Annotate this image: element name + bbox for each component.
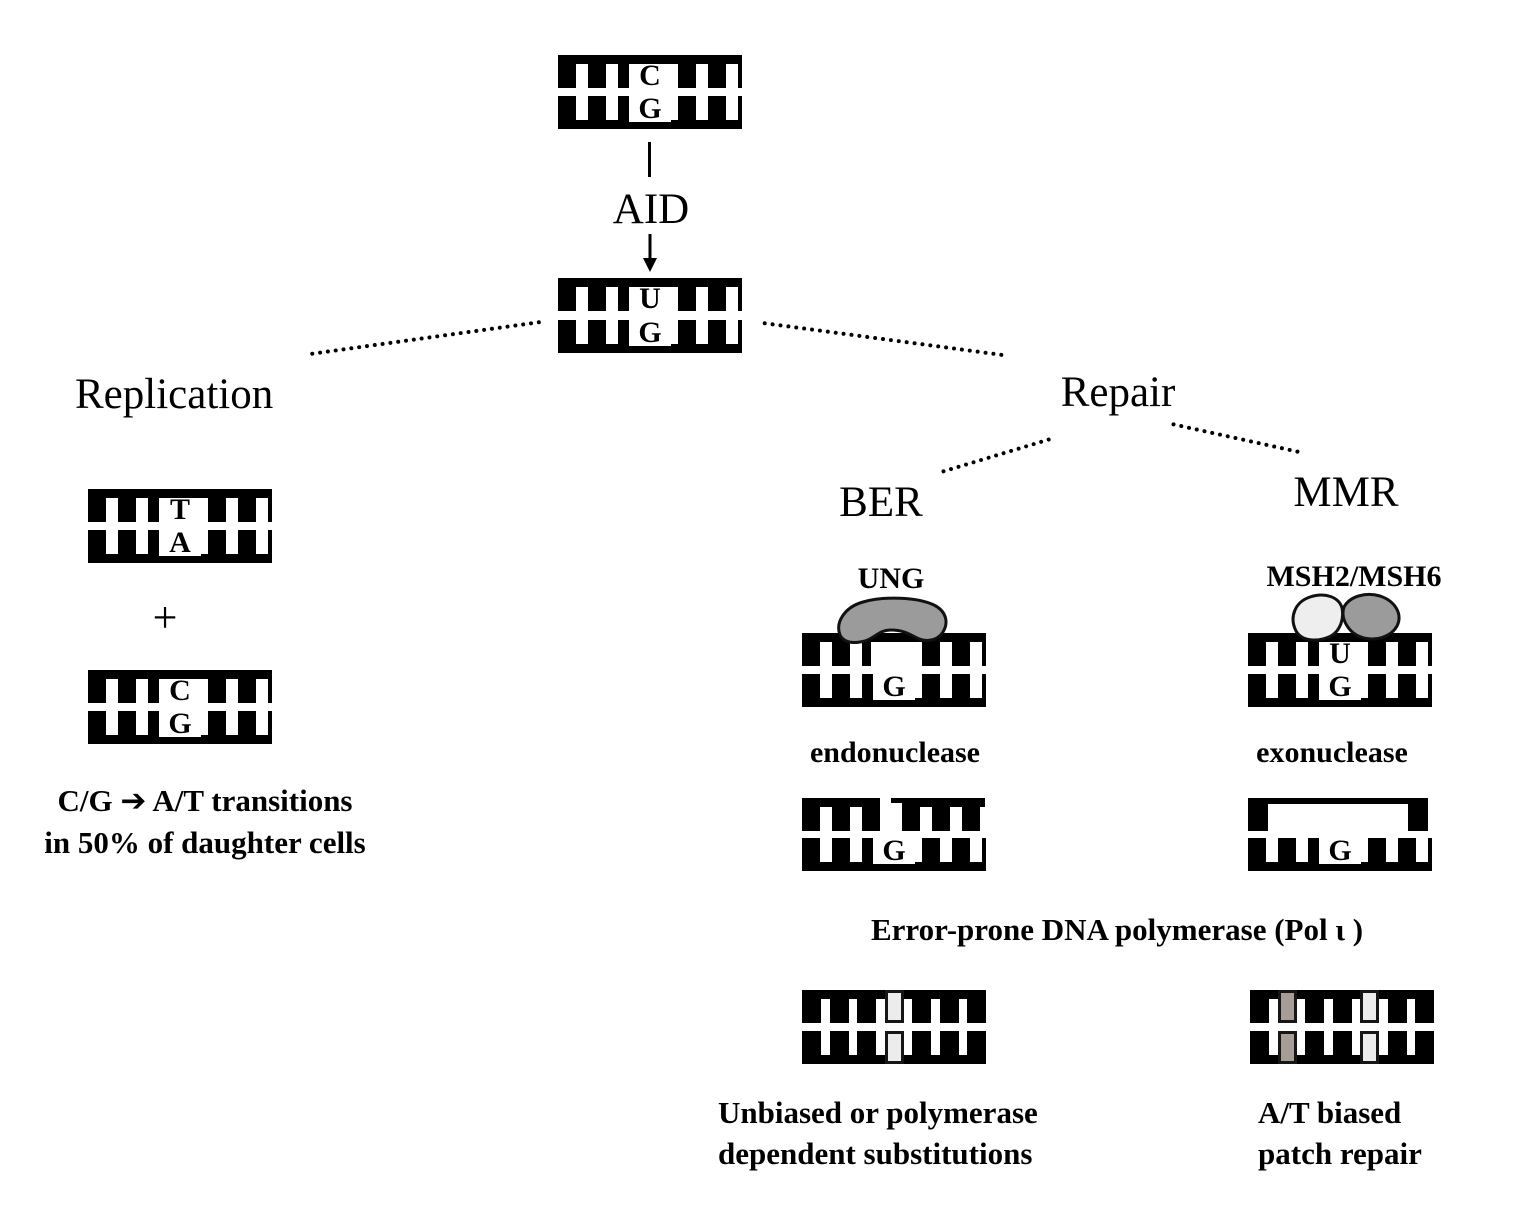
mmr-label: MMR — [1293, 469, 1399, 516]
right-arrow-icon: ➔ — [120, 783, 147, 819]
dna-strand-bottom: G — [802, 836, 986, 871]
dna-strand-top: C — [88, 670, 272, 706]
caption-text: in 50% of daughter cells — [44, 825, 366, 860]
caption-text: Unbiased or polymerase — [718, 1095, 1038, 1130]
dna-strand-top — [1250, 990, 1434, 1023]
substituted-base — [1360, 990, 1379, 1023]
down-arrow-icon — [643, 234, 657, 272]
dna-tooth — [967, 1031, 986, 1064]
replication-label: Replication — [75, 371, 274, 418]
abasic-site-gap — [871, 642, 917, 666]
dna-tooth — [1332, 1031, 1352, 1064]
gap-strand-right-block — [1408, 798, 1428, 831]
dna-tooth — [802, 990, 821, 1023]
base-letter: C — [159, 676, 201, 706]
gap-strand-left-block — [1248, 798, 1268, 831]
dna-tooth — [802, 1031, 821, 1064]
ung-blob-shape — [837, 596, 948, 645]
branch-line-mmr — [1171, 422, 1300, 455]
dna-strand-bottom: A — [88, 528, 272, 563]
repair-label: Repair — [1060, 369, 1176, 416]
connector-line — [648, 142, 651, 177]
branch-line-repair — [762, 321, 1004, 358]
caption-text: patch repair — [1258, 1136, 1422, 1171]
nicked-strand-right-segment — [902, 798, 985, 831]
base-letter: G — [629, 94, 671, 124]
branch-line-ber — [941, 437, 1052, 474]
mmr-caption: A/T biased patch repair — [1258, 1092, 1422, 1174]
exonuclease-label: exonuclease — [1256, 736, 1408, 769]
endonuclease-label: endonuclease — [809, 736, 981, 769]
dna-strand-bottom: G — [88, 709, 272, 744]
ber-label: BER — [839, 479, 923, 526]
dna-strand-bottom — [802, 1031, 986, 1064]
dna-strand-bottom — [1250, 1031, 1434, 1064]
dna-tooth — [829, 1031, 849, 1064]
base-letter: G — [873, 836, 915, 866]
gap-strand-backbone-line — [1250, 798, 1426, 804]
dna-tooth — [1415, 1031, 1434, 1064]
base-letter: U — [1319, 639, 1361, 669]
dna-tooth — [857, 1031, 876, 1064]
dna-tooth — [912, 990, 931, 1023]
ber-caption: Unbiased or polymerase dependent substit… — [718, 1092, 1038, 1174]
base-letter: T — [159, 495, 201, 525]
dna-strand-bottom: G — [558, 318, 742, 353]
msh2-msh6-label: MSH2/MSH6 — [1266, 560, 1442, 593]
dna-strand-top-abasic — [802, 633, 986, 666]
msh2-msh6-enzyme-blobs — [1291, 592, 1401, 642]
branch-line-replication — [310, 319, 542, 356]
dna-strand-top — [802, 990, 986, 1023]
aid-label: AID — [612, 186, 690, 233]
dna-strand-bottom: G — [1248, 672, 1432, 707]
substituted-base — [884, 990, 904, 1023]
caption-text: A/T biased — [1258, 1095, 1402, 1130]
base-letter: G — [873, 672, 915, 702]
polymerase-label: Error-prone DNA polymerase (Pol ι ) — [870, 912, 1364, 947]
base-letter: U — [629, 284, 671, 314]
dna-tooth — [1250, 990, 1269, 1023]
substituted-base — [1360, 1031, 1379, 1064]
dna-strand-bottom: G — [802, 672, 986, 707]
substituted-base — [1277, 1031, 1297, 1064]
plus-sign: + — [152, 593, 178, 642]
dna-tooth — [912, 1031, 931, 1064]
nicked-strand-left-segment — [802, 798, 880, 831]
dna-tooth — [1387, 990, 1407, 1023]
replication-caption: C/G ➔ A/T transitions in 50% of daughter… — [44, 780, 366, 863]
dna-strand-top: U — [1248, 633, 1432, 669]
caption-text: dependent substitutions — [718, 1136, 1033, 1171]
dna-tooth — [939, 1031, 959, 1064]
dna-strand-bottom: G — [558, 94, 742, 129]
dna-tooth — [939, 990, 959, 1023]
dna-strand-top: U — [558, 278, 742, 314]
msh6-blob-shape — [1341, 592, 1401, 641]
dna-strand-top: C — [558, 55, 742, 91]
base-letter: C — [629, 61, 671, 91]
dna-tooth — [1250, 1031, 1269, 1064]
dna-tooth — [857, 990, 876, 1023]
msh2-blob-shape — [1291, 593, 1345, 642]
base-letter: A — [159, 528, 201, 558]
dna-tooth — [1305, 1031, 1324, 1064]
caption-text: C/G — [57, 783, 113, 818]
dna-tooth — [1387, 1031, 1407, 1064]
ung-label: UNG — [857, 562, 925, 595]
dna-tooth — [1332, 990, 1352, 1023]
dna-tooth — [1415, 990, 1434, 1023]
dna-strand-bottom: G — [1248, 836, 1432, 871]
substituted-base — [1277, 990, 1297, 1023]
base-letter: G — [1319, 672, 1361, 702]
substituted-base — [884, 1031, 904, 1064]
ung-enzyme-blob — [837, 596, 948, 645]
dna-tooth — [829, 990, 849, 1023]
dna-tooth — [1305, 990, 1324, 1023]
dna-tooth — [967, 990, 986, 1023]
base-letter: G — [629, 318, 671, 348]
base-letter: G — [1319, 836, 1361, 866]
dna-strand-top: T — [88, 489, 272, 525]
caption-text: A/T transitions — [152, 783, 353, 818]
base-letter: G — [159, 709, 201, 739]
